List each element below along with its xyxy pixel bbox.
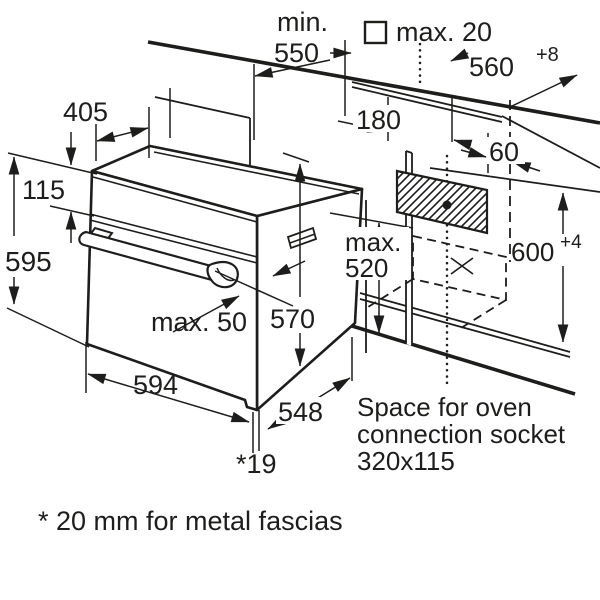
label-550: 550	[274, 38, 319, 68]
label-max50: max. 50	[151, 307, 247, 337]
label-405: 405	[63, 97, 108, 127]
socket-note-2: connection socket	[357, 419, 566, 449]
label-60: 60	[489, 137, 519, 167]
label-115: 115	[22, 175, 65, 205]
label-180: 180	[356, 105, 401, 135]
label-570: 570	[270, 304, 315, 334]
socket-hatched-rect	[395, 169, 489, 235]
label-max520-2: 520	[345, 253, 388, 283]
oven-side-face	[255, 187, 364, 412]
label-560: 560	[469, 52, 514, 82]
socket-note-3: 320x115	[357, 446, 455, 476]
connection-socket-area	[367, 169, 507, 329]
socket-note-1: Space for oven	[357, 392, 532, 422]
oven-drawing	[78, 144, 364, 412]
label-max520-1: max.	[345, 227, 401, 257]
label-595: 595	[5, 246, 52, 277]
label-560-tol: +8	[536, 44, 559, 66]
label-600-tol: +4	[560, 232, 582, 253]
footnote: * 20 mm for metal fascias	[38, 506, 343, 536]
label-min: min.	[277, 7, 328, 37]
socket-position-dot	[442, 200, 452, 210]
fascia-square-icon	[363, 20, 388, 45]
label-max20: max. 20	[396, 17, 492, 47]
labels: min. 550 max. 20 560 +8 405 115 595 180 …	[5, 7, 582, 536]
oven-handle	[78, 226, 239, 289]
label-star19: *19	[236, 449, 277, 479]
label-594: 594	[133, 370, 178, 400]
label-548: 548	[278, 397, 323, 427]
label-600: 600	[511, 237, 554, 267]
